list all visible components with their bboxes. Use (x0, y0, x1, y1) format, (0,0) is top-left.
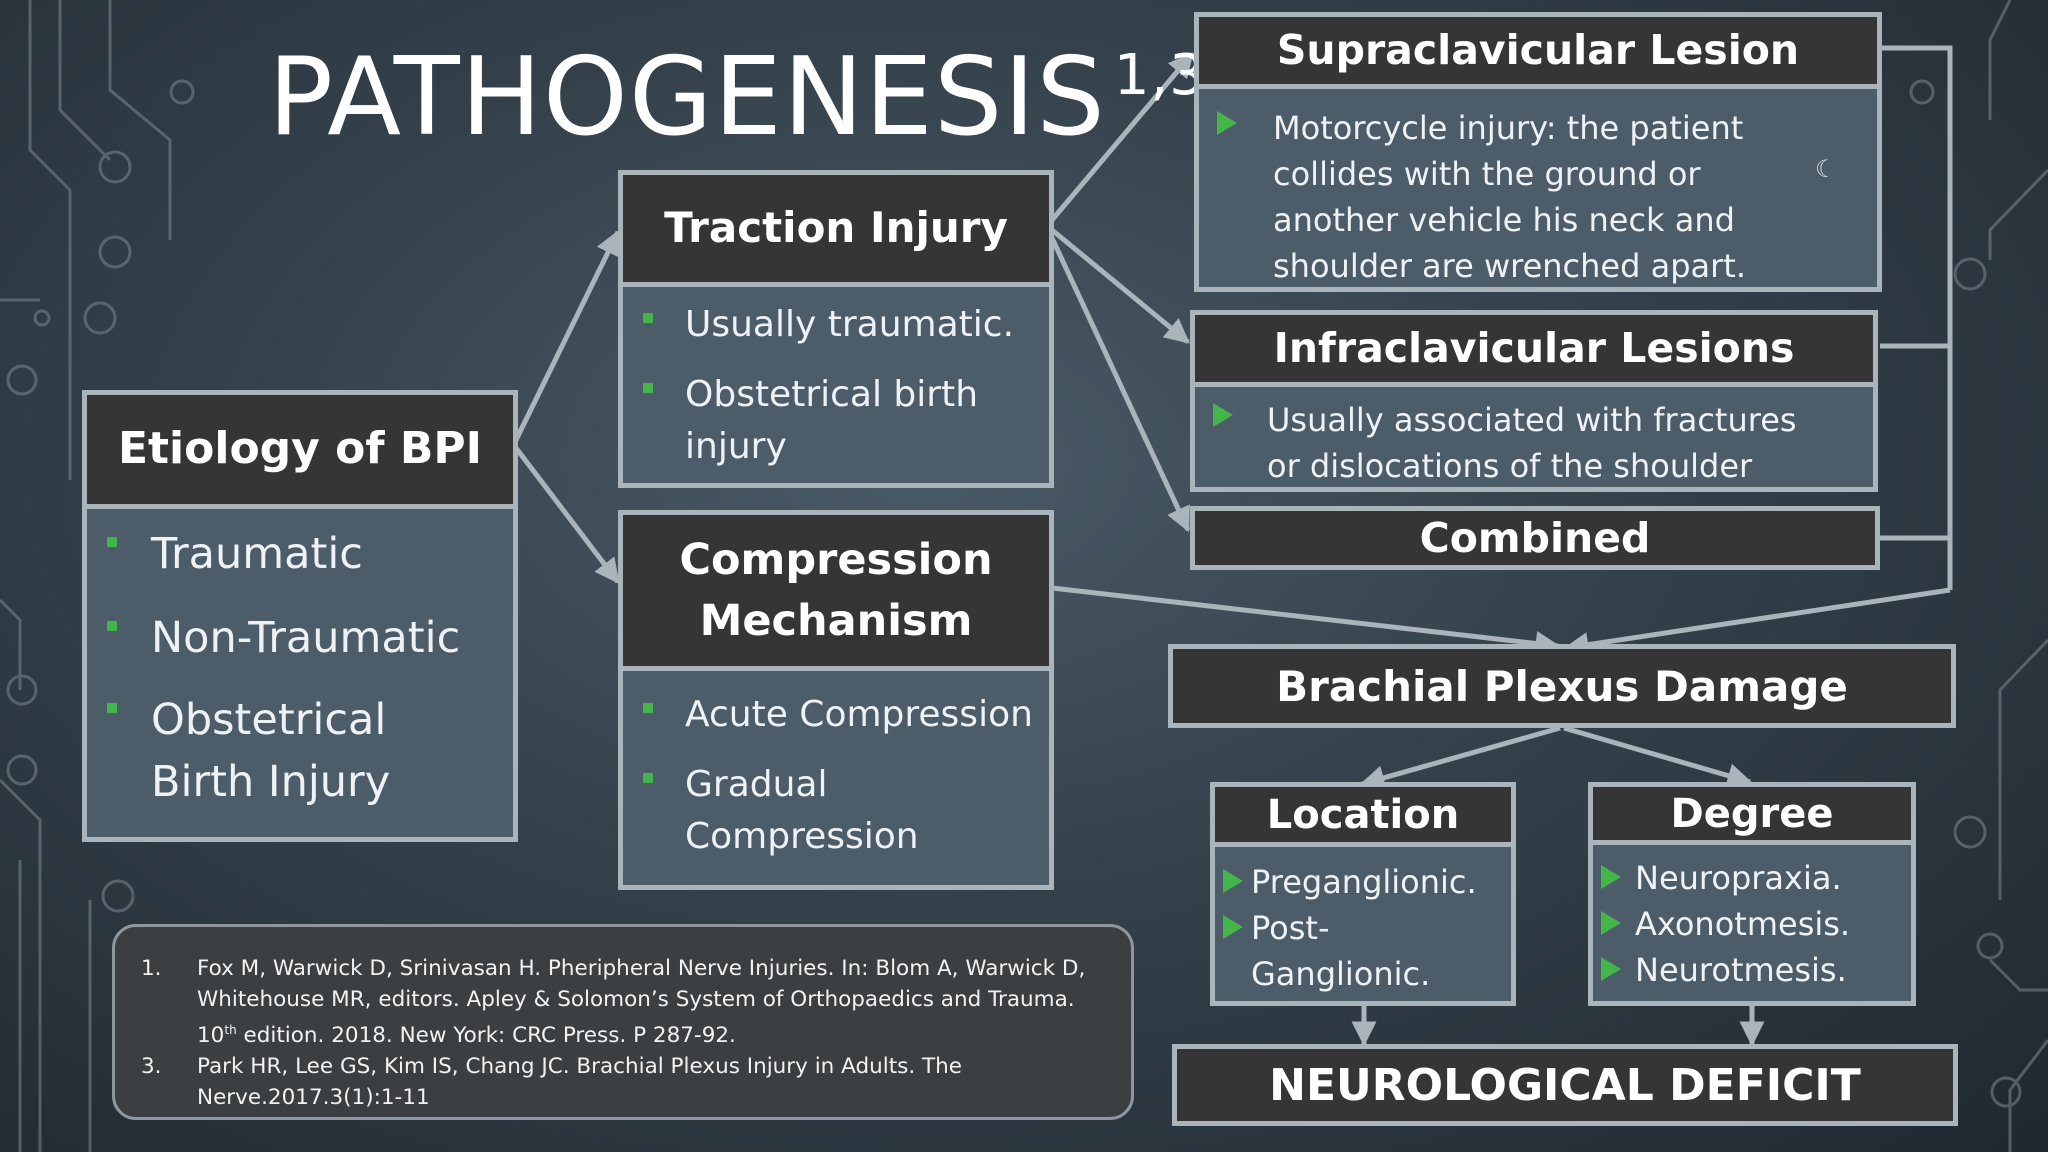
degree-item: Axonotmesis. (1593, 901, 1899, 947)
reference-number: 3. (141, 1054, 162, 1080)
arrow-damage-to-degree (1563, 725, 1753, 788)
etiology-item: Non-Traumatic (87, 607, 501, 669)
brachial-plexus-damage-box: Brachial Plexus Damage (1168, 644, 1956, 728)
location-item: Preganglionic. (1215, 859, 1499, 905)
arrow-etiology-to-traction (513, 229, 621, 442)
reference-1: 1. Fox M, Warwick D, Srinivasan H. Pheri… (141, 953, 1107, 1051)
arrow-traction-to-combined (1049, 236, 1191, 533)
arrow-lesions-to-damage (1563, 587, 1951, 657)
infraclavicular-header: Infraclavicular Lesions (1195, 315, 1873, 387)
etiology-header: Etiology of BPI (87, 395, 513, 509)
location-item: Post-Ganglionic. (1215, 905, 1499, 997)
infraclavicular-box: Infraclavicular Lesions Usually associat… (1190, 310, 1878, 492)
etiology-item: Traumatic (87, 523, 501, 585)
reference-text: Fox M, Warwick D, Srinivasan H. Pheriphe… (197, 956, 1086, 1049)
etiology-item: Obstetrical Birth Injury (87, 689, 501, 813)
infraclavicular-item: Usually associated with fractures or dis… (1195, 397, 1861, 489)
bracket-lesions (1880, 45, 1953, 590)
arrow-etiology-to-compression (514, 446, 620, 584)
compression-box: Compression Mechanism Acute Compression … (618, 510, 1054, 890)
arrow-traction-to-supraclavicular (1050, 52, 1194, 222)
degree-item: Neurotmesis. (1593, 947, 1899, 993)
compression-item: Gradual Compression (623, 759, 1037, 863)
reference-number: 1. (141, 956, 162, 981)
traction-box: Traction Injury Usually traumatic. Obste… (618, 170, 1054, 488)
reference-3: 3. Park HR, Lee GS, Kim IS, Chang JC. Br… (141, 1051, 1107, 1113)
location-box: Location Preganglionic. Post-Ganglionic. (1210, 782, 1516, 1006)
degree-box: Degree Neuropraxia. Axonotmesis. Neurotm… (1588, 782, 1916, 1006)
combined-box: Combined (1190, 506, 1880, 570)
degree-header: Degree (1593, 787, 1911, 845)
compression-header: Compression Mechanism (623, 515, 1049, 671)
supraclavicular-header: Supraclavicular Lesion (1199, 17, 1877, 89)
supraclavicular-box: Supraclavicular Lesion Motorcycle injury… (1194, 12, 1882, 292)
traction-item: Obstetrical birth injury (623, 369, 1037, 473)
location-header: Location (1215, 787, 1511, 847)
reference-text: Park HR, Lee GS, Kim IS, Chang JC. Brach… (197, 1054, 962, 1111)
traction-item: Usually traumatic. (623, 299, 1037, 351)
arrow-traction-to-infraclavicular (1050, 228, 1190, 344)
moon-glyph: ☾ (1815, 155, 1837, 183)
compression-item: Acute Compression (623, 689, 1037, 741)
etiology-box: Etiology of BPI Traumatic Non-Traumatic … (82, 390, 518, 842)
traction-header: Traction Injury (623, 175, 1049, 287)
neurological-deficit-box: NEUROLOGICAL DEFICIT (1172, 1044, 1958, 1126)
supraclavicular-item: Motorcycle injury: the patient collides … (1199, 105, 1865, 289)
references-box: 1. Fox M, Warwick D, Srinivasan H. Pheri… (112, 924, 1134, 1120)
arrow-damage-to-location (1359, 725, 1561, 790)
degree-item: Neuropraxia. (1593, 855, 1899, 901)
arrow-compression-to-damage (1051, 585, 1561, 656)
title-citation: 1,3 (1113, 43, 1206, 108)
